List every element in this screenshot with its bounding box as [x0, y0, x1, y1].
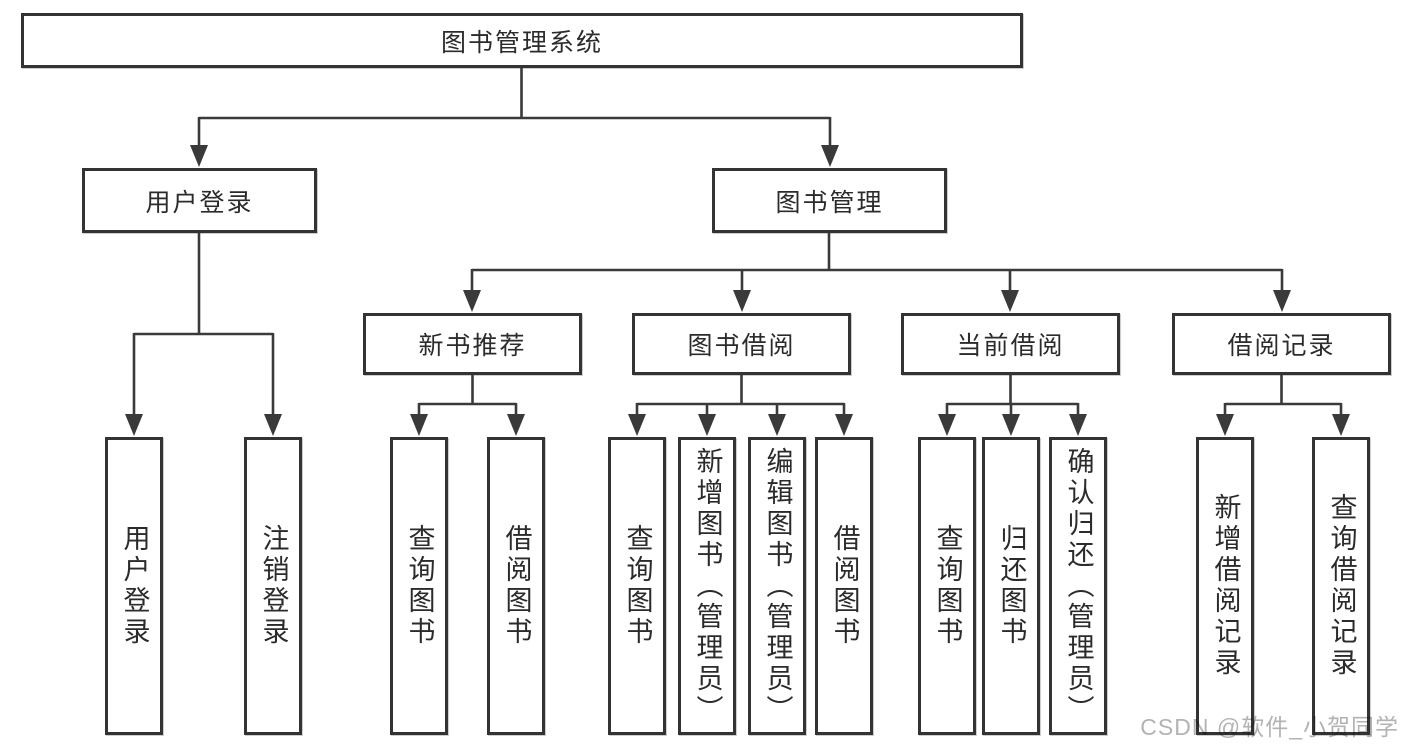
leaf-return-books: 归还图书: [982, 437, 1040, 735]
watermark: CSDN @软件_小贺同学: [1140, 714, 1399, 740]
node-current-borrow: 当前借阅: [901, 313, 1120, 375]
node-borrow-record: 借阅记录: [1172, 313, 1391, 375]
leaf-logout: 注销登录: [244, 437, 302, 735]
node-book-borrow: 图书借阅: [632, 313, 851, 375]
node-user-login: 用户登录: [82, 168, 317, 233]
leaf-user-login: 用户登录: [105, 437, 163, 735]
node-library-management-system: 图书管理系统: [21, 13, 1023, 68]
leaf-borrow-books: 借阅图书: [815, 437, 873, 735]
leaf-recommend-query-books: 查询图书: [390, 437, 448, 735]
node-book-management: 图书管理: [712, 168, 947, 233]
leaf-current-query-books: 查询图书: [918, 437, 976, 735]
leaf-borrow-query-books: 查询图书: [608, 437, 666, 735]
leaf-confirm-return-admin: 确认归还（管理员）: [1049, 437, 1107, 735]
leaf-query-borrow-record: 查询借阅记录: [1312, 437, 1370, 735]
leaf-recommend-borrow-books: 借阅图书: [487, 437, 545, 735]
leaf-add-books-admin: 新增图书（管理员）: [678, 437, 736, 735]
node-new-book-recommend: 新书推荐: [363, 313, 582, 375]
leaf-add-borrow-record: 新增借阅记录: [1196, 437, 1254, 735]
leaf-edit-books-admin: 编辑图书（管理员）: [748, 437, 806, 735]
